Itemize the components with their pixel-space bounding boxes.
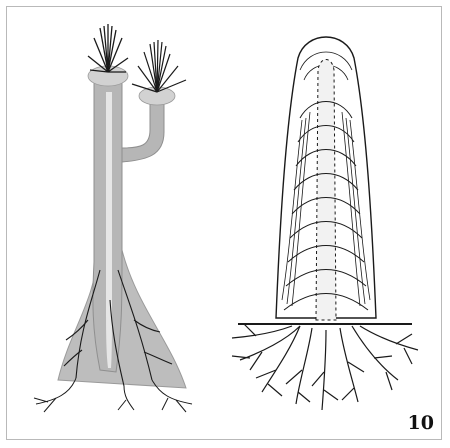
right-plant-roots [232,324,418,410]
left-plant-trunk-core [106,92,112,368]
right-plant-pith [316,60,336,321]
left-plant-diagram [34,24,192,412]
left-plant-branch [122,100,164,162]
left-plant-leaves-main [88,24,128,72]
page-number: 10 [408,412,434,434]
right-plant-diagram [232,37,418,410]
left-plant-leaves-branch [132,40,186,92]
